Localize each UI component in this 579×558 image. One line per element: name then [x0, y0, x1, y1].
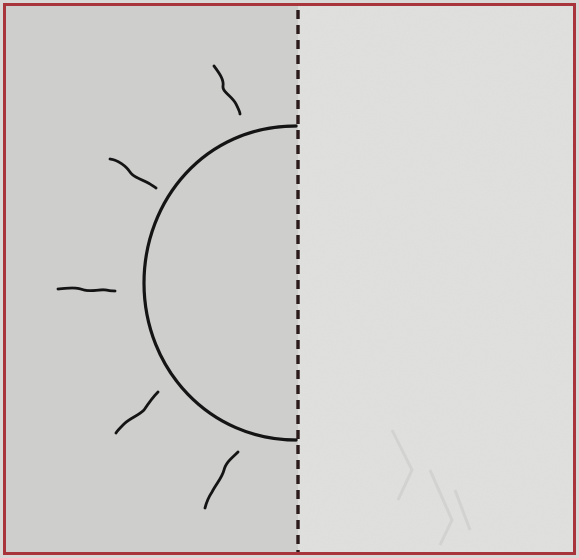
paper-texture [6, 6, 573, 552]
